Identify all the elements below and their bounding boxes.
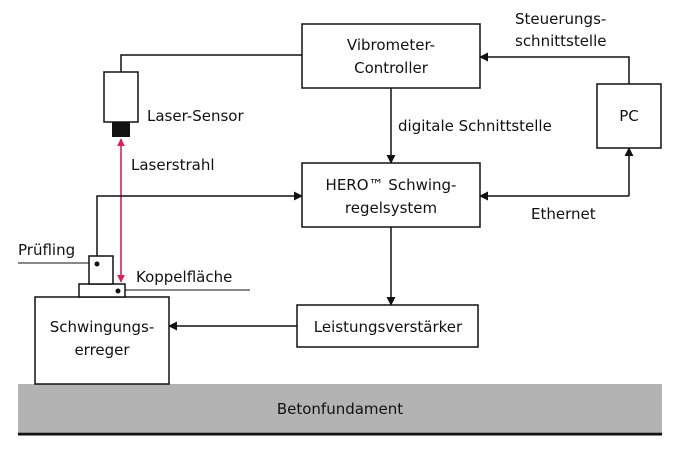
pc-box — [596, 83, 662, 149]
test-specimen — [88, 255, 114, 285]
leistungsverstaerker-box — [296, 304, 479, 348]
vibrometer-controller-box — [301, 23, 481, 89]
betonfundament-label: Betonfundament — [277, 400, 403, 418]
koppelflaeche-label: Koppelfläche — [136, 268, 232, 286]
laserstrahl-label: Laserstrahl — [131, 156, 215, 174]
specimen-point — [94, 261, 100, 267]
pc-label: PC — [619, 107, 639, 125]
vibrometer-controller-label-1: Vibrometer- — [347, 36, 435, 54]
steuerungsschnittstelle-label-1: Steuerungs- — [515, 10, 606, 28]
laser-sensor-label: Laser-Sensor — [147, 107, 244, 125]
schwingungserreger-label-1: Schwingungs- — [50, 318, 155, 336]
coupling-point — [115, 288, 121, 294]
specimen-feedback-arrow — [96, 191, 303, 256]
foundation-block — [18, 384, 662, 432]
vibrometer-controller-label-2: Controller — [354, 59, 429, 77]
steuerungsschnittstelle-label-2: schnittstelle — [515, 32, 607, 50]
digitale-schnittstelle-label: digitale Schnittstelle — [398, 117, 552, 135]
hero-box — [301, 162, 481, 228]
hero-label-2: regelsystem — [345, 199, 437, 217]
hero-label-1: HERO™ Schwing- — [326, 176, 457, 194]
ethernet-label: Ethernet — [531, 205, 596, 223]
leistungsverstaerker-label: Leistungsverstärker — [314, 318, 463, 336]
pruefling-label: Prüfling — [18, 241, 75, 259]
schwingungserreger-box — [34, 296, 170, 385]
control-interface-arrow — [479, 52, 630, 84]
sensor-controller-cable — [120, 54, 302, 72]
laser-sensor-body — [103, 71, 139, 123]
schwingungserreger-label-2: erreger — [74, 341, 130, 359]
laser-sensor-tip — [112, 122, 130, 137]
